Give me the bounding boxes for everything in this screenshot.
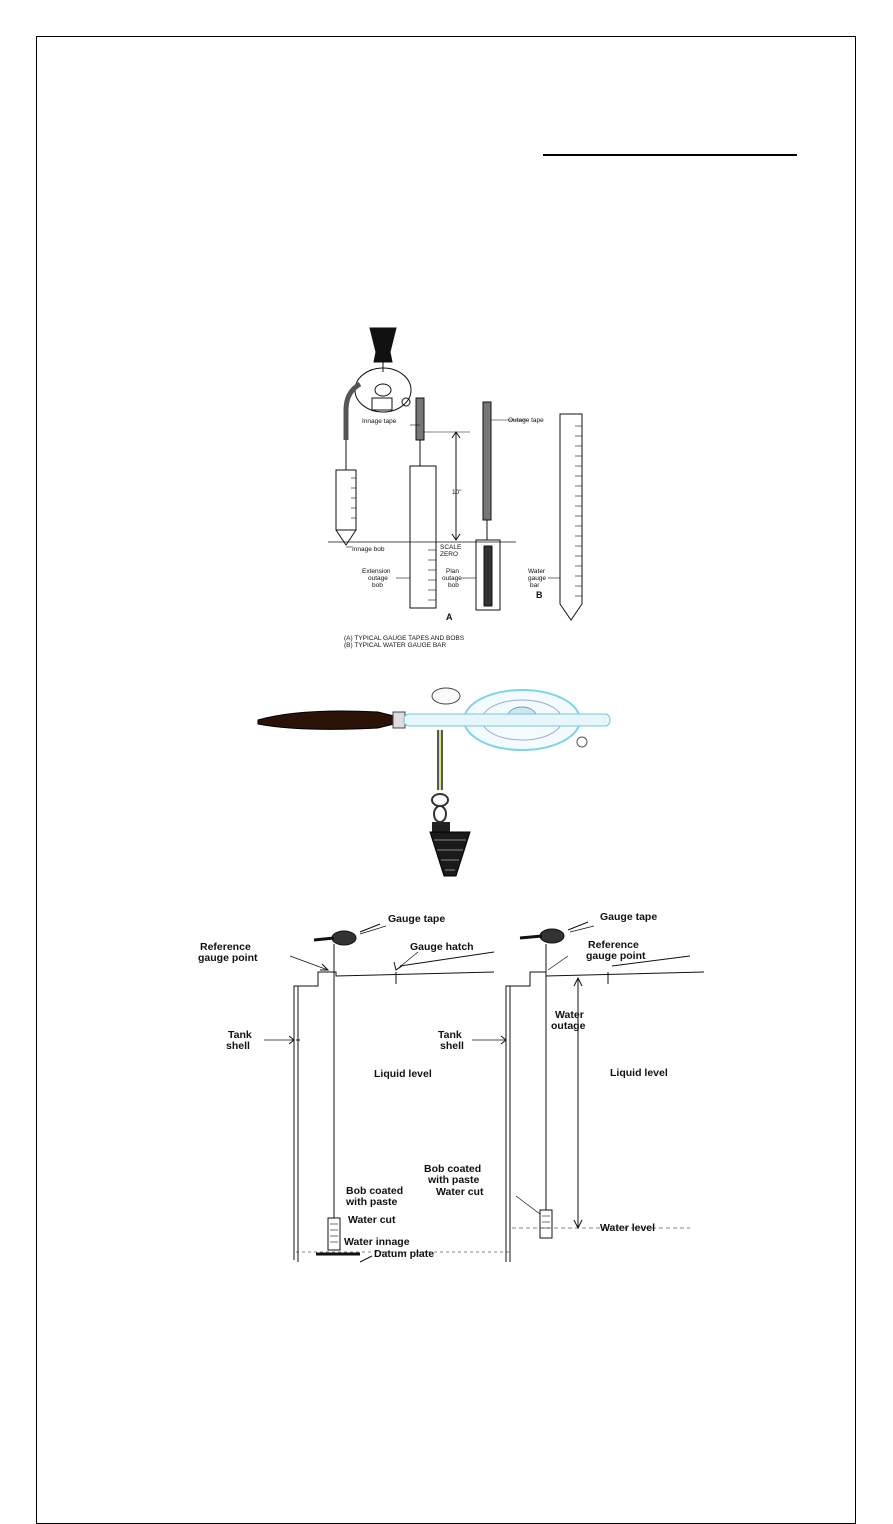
- plan-bob-label-line3: bob: [448, 582, 459, 589]
- water-gauge-bar: [559, 413, 583, 621]
- water-level-label: Water level: [600, 1222, 655, 1234]
- datum-plate-label: Datum plate: [374, 1248, 434, 1260]
- left-tank-shell-label-line2: shell: [226, 1040, 250, 1052]
- right-tank-shell-label-line1: Tank: [438, 1029, 462, 1041]
- gauge-tapes-figure: [328, 327, 583, 621]
- right-bob-coated-label-line2: with paste: [427, 1174, 480, 1186]
- tank-gauging-figure: [264, 921, 705, 1263]
- gauge-reel-figure: [257, 687, 611, 877]
- scale-zero-label-line1: SCALE: [440, 544, 462, 551]
- water-outage-label-line1: Water: [555, 1009, 584, 1021]
- right-ref-point-label-line2: gauge point: [586, 950, 646, 962]
- wooden-handle-icon: [257, 710, 395, 730]
- plan-outage-bob: [475, 539, 501, 611]
- water-bar-label-line3: bar: [530, 582, 540, 589]
- tape-reel-icon: [354, 367, 412, 413]
- water-bar-label-line1: Water: [528, 568, 546, 575]
- right-gauge-tape-label: Gauge tape: [600, 911, 657, 923]
- right-bob-coated-label-line1: Bob coated: [424, 1163, 481, 1175]
- figure-letter-b: B: [536, 590, 543, 600]
- scale-zero-label-line2: ZERO: [440, 551, 458, 558]
- outage-tape-label: Outage tape: [508, 417, 544, 424]
- left-liquid-level-label: Liquid level: [374, 1068, 432, 1080]
- figure-letter-a: A: [446, 612, 453, 622]
- caption-a: (A) TYPICAL GAUGE TAPES AND BOBS: [344, 635, 465, 642]
- gauge-hatch-label: Gauge hatch: [410, 941, 474, 953]
- water-innage-label: Water innage: [344, 1236, 410, 1248]
- water-outage-label-line2: outage: [551, 1020, 586, 1032]
- innage-tape-label: Innage tape: [362, 418, 397, 425]
- right-ref-point-label-line1: Reference: [588, 939, 639, 951]
- left-tank-shell-label-line1: Tank: [228, 1029, 252, 1041]
- extension-bob-label-line3: bob: [372, 582, 383, 589]
- left-ref-point-label-line1: Reference: [200, 941, 251, 953]
- tank-gauging-labels: Gauge tape Reference gauge point Gauge h…: [198, 911, 668, 1260]
- left-tank-diagram: [264, 923, 510, 1263]
- extension-outage-bob: [409, 465, 437, 609]
- heading-underline: [543, 154, 797, 156]
- caption-b: (B) TYPICAL WATER GAUGE BAR: [344, 642, 447, 649]
- right-water-cut-label: Water cut: [436, 1186, 484, 1198]
- left-water-cut-label: Water cut: [348, 1214, 396, 1226]
- dimension-label: 10": [452, 489, 462, 496]
- right-tank-diagram: [472, 921, 705, 1262]
- reel-handle-icon: [369, 327, 397, 363]
- left-ref-point-label-line2: gauge point: [198, 952, 258, 964]
- right-tank-shell-label-line2: shell: [440, 1040, 464, 1052]
- left-bob-coated-label-line2: with paste: [345, 1196, 398, 1208]
- plan-bob-label-line2: outage: [442, 575, 462, 582]
- plumb-bob-icon: [429, 831, 471, 877]
- water-bar-label-line2: gauge: [528, 575, 546, 582]
- left-gauge-tape-label: Gauge tape: [388, 913, 445, 925]
- left-bob-coated-label-line1: Bob coated: [346, 1185, 403, 1197]
- right-liquid-level-label: Liquid level: [610, 1067, 668, 1079]
- innage-bob: [335, 469, 357, 531]
- figures-canvas: Innage tape Outage tape 10" Innage bob S…: [198, 327, 705, 1263]
- gauge-tapes-labels: Innage tape Outage tape 10" Innage bob S…: [344, 417, 546, 649]
- innage-bob-label: Innage bob: [352, 546, 385, 553]
- plan-bob-label-line1: Plan: [446, 568, 459, 575]
- extension-bob-label-line1: Extension: [362, 568, 391, 575]
- extension-bob-label-line2: outage: [368, 575, 388, 582]
